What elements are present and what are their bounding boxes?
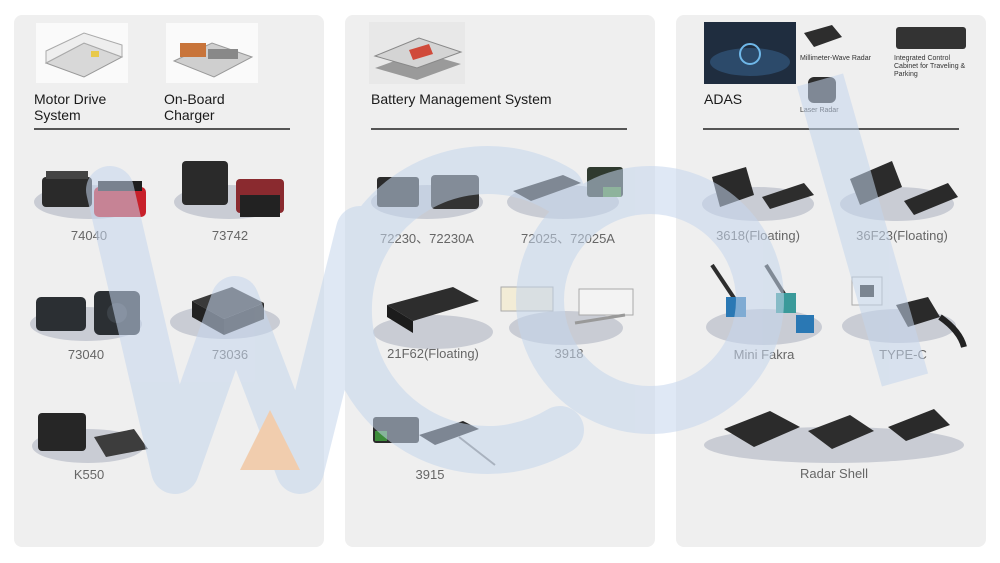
connector-73036-image — [192, 287, 264, 335]
connector-74040-image — [42, 171, 146, 217]
panel-motor-charger: Motor Drive System On-Board Charger 7404… — [14, 15, 324, 547]
header-divider — [703, 128, 959, 130]
item-73040-label: 73040 — [67, 347, 105, 362]
item-3918-label: 3918 — [554, 346, 584, 361]
header-motor-drive: Motor Drive System — [34, 91, 107, 123]
connector-21f62-image — [387, 287, 479, 333]
mmwave-radar-image — [804, 25, 842, 47]
motor-drive-image — [36, 23, 128, 83]
item-3915-label: 3915 — [415, 467, 445, 482]
label-control-cabinet: Integrated Control Cabinet for Traveling… — [894, 55, 966, 78]
connector-3918-image — [500, 286, 634, 325]
connector-mini-fakra-image — [710, 263, 814, 333]
header-divider — [34, 128, 290, 130]
adas-image — [704, 22, 796, 84]
charger-image — [166, 23, 258, 83]
laser-radar-image — [808, 77, 836, 103]
item-72025-label: 72025、72025A — [521, 231, 615, 246]
item-36f23-label: 36F23(Floating) — [856, 228, 948, 243]
bms-image — [369, 22, 465, 84]
control-cabinet-image — [896, 27, 966, 49]
item-type-c-label: TYPE-C — [879, 347, 927, 362]
panel-battery-management: Battery Management System 72230、72230A 7… — [345, 15, 655, 547]
header-adas: ADAS — [704, 91, 743, 107]
header-divider — [371, 128, 627, 130]
connector-36f23-image — [850, 161, 958, 215]
radar-shell-image — [724, 409, 950, 449]
item-mini-fakra-label: Mini Fakra — [733, 347, 795, 362]
item-72230-label: 72230、72230A — [380, 231, 474, 246]
connector-k550-image — [38, 413, 148, 457]
item-radar-shell-label: Radar Shell — [800, 466, 868, 481]
label-mmwave-radar: Millimeter-Wave Radar — [800, 55, 871, 62]
connector-type-c-image — [851, 276, 967, 348]
item-73742-label: 73742 — [211, 228, 249, 243]
connector-72230-image — [377, 175, 479, 209]
item-3618-label: 3618(Floating) — [716, 228, 800, 243]
label-laser-radar: Laser Radar — [800, 107, 839, 114]
panel-adas: Millimeter-Wave Radar Laser Radar Integr… — [676, 15, 986, 547]
connector-73040-image — [36, 291, 140, 335]
item-21f62-label: 21F62(Floating) — [387, 346, 479, 361]
connector-3618-image — [712, 167, 814, 209]
connector-73742-image — [182, 161, 284, 217]
item-74040-label: 74040 — [70, 228, 108, 243]
item-73036-label: 73036 — [211, 347, 249, 362]
header-on-board-charger: On-Board Charger — [164, 91, 225, 123]
connector-72025-image — [513, 167, 623, 201]
item-k550-label: K550 — [73, 467, 105, 482]
connector-3915-image — [373, 417, 496, 466]
header-battery-management: Battery Management System — [371, 91, 552, 107]
